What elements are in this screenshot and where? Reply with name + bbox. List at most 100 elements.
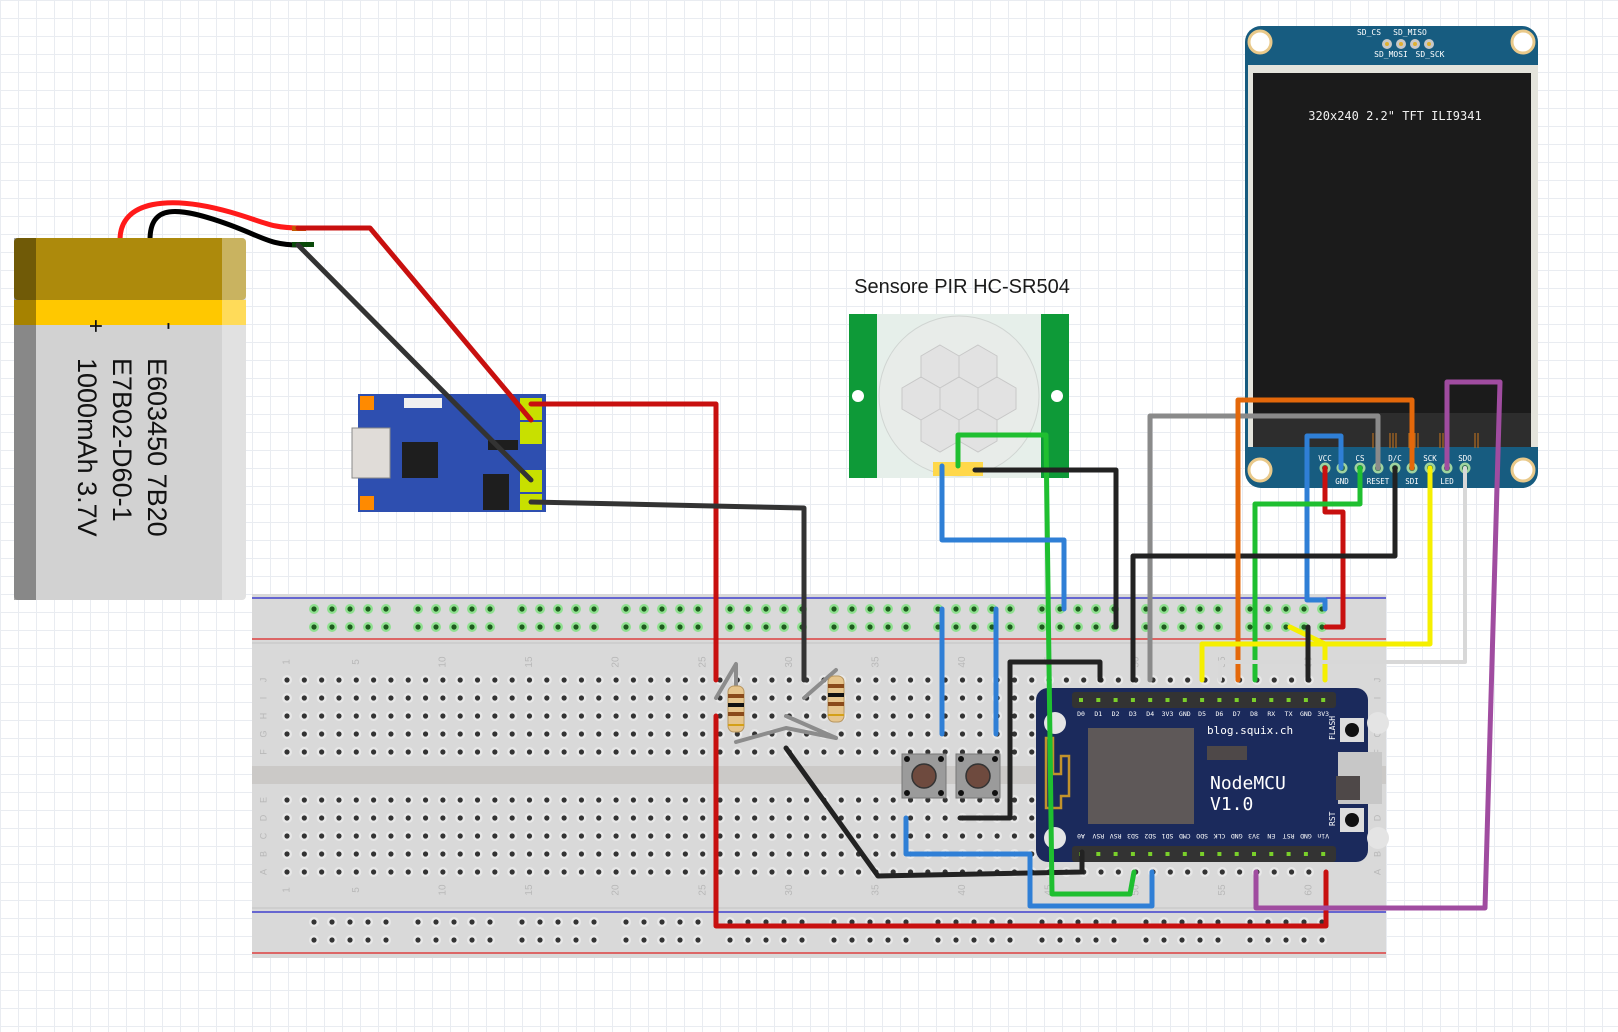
breadboard-hole[interactable] xyxy=(541,831,552,841)
breadboard-hole[interactable] xyxy=(1234,867,1245,877)
breadboard-hole[interactable] xyxy=(784,729,795,739)
rail-hole[interactable] xyxy=(431,622,441,632)
rail-hole[interactable] xyxy=(413,917,423,927)
breadboard-hole[interactable] xyxy=(333,747,344,757)
breadboard-hole[interactable] xyxy=(282,849,292,859)
breadboard-hole[interactable] xyxy=(663,729,674,739)
breadboard-hole[interactable] xyxy=(368,867,379,877)
breadboard-hole[interactable] xyxy=(559,849,570,859)
rail-hole[interactable] xyxy=(847,622,857,632)
breadboard-hole[interactable] xyxy=(420,711,431,721)
breadboard-hole[interactable] xyxy=(593,795,604,805)
breadboard-hole[interactable] xyxy=(403,747,414,757)
breadboard-hole[interactable] xyxy=(299,747,310,757)
breadboard-hole[interactable] xyxy=(801,831,812,841)
wire-tft-reset[interactable] xyxy=(1147,413,1381,683)
rail-hole[interactable] xyxy=(657,622,667,632)
breadboard-hole[interactable] xyxy=(680,729,691,739)
breadboard-hole[interactable] xyxy=(351,795,362,805)
rail-hole[interactable] xyxy=(761,935,771,945)
breadboard-hole[interactable] xyxy=(368,729,379,739)
breadboard-hole[interactable] xyxy=(1303,867,1314,877)
rail-hole[interactable] xyxy=(1073,604,1083,614)
rail-hole[interactable] xyxy=(657,604,667,614)
breadboard-hole[interactable] xyxy=(940,813,951,823)
breadboard-hole[interactable] xyxy=(628,867,639,877)
rail-hole[interactable] xyxy=(327,935,337,945)
rail-hole[interactable] xyxy=(969,604,979,614)
breadboard-hole[interactable] xyxy=(541,849,552,859)
nodemcu-pin[interactable] xyxy=(1200,852,1205,856)
rail-hole[interactable] xyxy=(883,604,893,614)
breadboard-hole[interactable] xyxy=(541,747,552,757)
wire-tft-led[interactable] xyxy=(1253,379,1503,911)
breadboard-hole[interactable] xyxy=(870,813,881,823)
breadboard-hole[interactable] xyxy=(282,693,292,703)
rail-hole[interactable] xyxy=(381,935,391,945)
rail-hole[interactable] xyxy=(327,622,337,632)
wire-resistor1-link[interactable] xyxy=(714,662,738,700)
rail-hole[interactable] xyxy=(363,917,373,927)
nodemcu-pin[interactable] xyxy=(1321,852,1326,856)
nodemcu-pin[interactable] xyxy=(1286,698,1291,702)
breadboard-hole[interactable] xyxy=(940,831,951,841)
rail-hole[interactable] xyxy=(693,622,703,632)
breadboard-hole[interactable] xyxy=(437,693,448,703)
rail-hole[interactable] xyxy=(901,604,911,614)
breadboard-hole[interactable] xyxy=(437,729,448,739)
rail-hole[interactable] xyxy=(987,935,997,945)
breadboard-hole[interactable] xyxy=(697,675,708,685)
rail-hole[interactable] xyxy=(883,935,893,945)
breadboard-hole[interactable] xyxy=(1165,675,1176,685)
rail-hole[interactable] xyxy=(1141,935,1151,945)
rail-hole[interactable] xyxy=(467,935,477,945)
breadboard-hole[interactable] xyxy=(992,831,1003,841)
breadboard-hole[interactable] xyxy=(1165,867,1176,877)
breadboard-hole[interactable] xyxy=(333,795,344,805)
breadboard-hole[interactable] xyxy=(420,849,431,859)
rail-hole[interactable] xyxy=(467,604,477,614)
rail-hole[interactable] xyxy=(589,935,599,945)
rail-hole[interactable] xyxy=(1159,622,1169,632)
breadboard-hole[interactable] xyxy=(403,693,414,703)
rail-hole[interactable] xyxy=(865,604,875,614)
breadboard-hole[interactable] xyxy=(403,813,414,823)
breadboard-hole[interactable] xyxy=(784,693,795,703)
breadboard-hole[interactable] xyxy=(1026,675,1037,685)
breadboard-hole[interactable] xyxy=(351,729,362,739)
push-button-1[interactable] xyxy=(901,753,947,799)
rail-hole[interactable] xyxy=(1055,935,1065,945)
rail-hole[interactable] xyxy=(413,604,423,614)
breadboard-hole[interactable] xyxy=(420,813,431,823)
breadboard-hole[interactable] xyxy=(472,747,483,757)
breadboard-hole[interactable] xyxy=(1026,747,1037,757)
breadboard-hole[interactable] xyxy=(766,747,777,757)
breadboard-hole[interactable] xyxy=(507,867,518,877)
breadboard-hole[interactable] xyxy=(836,831,847,841)
breadboard-hole[interactable] xyxy=(749,831,760,841)
breadboard-hole[interactable] xyxy=(905,675,916,685)
breadboard-hole[interactable] xyxy=(316,813,327,823)
breadboard-hole[interactable] xyxy=(1199,867,1210,877)
rail-hole[interactable] xyxy=(535,622,545,632)
rail-hole[interactable] xyxy=(467,622,477,632)
breadboard-hole[interactable] xyxy=(541,813,552,823)
rail-hole[interactable] xyxy=(1263,935,1273,945)
breadboard-hole[interactable] xyxy=(316,675,327,685)
breadboard-hole[interactable] xyxy=(628,831,639,841)
breadboard-hole[interactable] xyxy=(922,711,933,721)
breadboard-hole[interactable] xyxy=(316,711,327,721)
breadboard-hole[interactable] xyxy=(333,693,344,703)
breadboard-hole[interactable] xyxy=(1078,675,1089,685)
rail-hole[interactable] xyxy=(639,935,649,945)
rail-hole[interactable] xyxy=(1109,935,1119,945)
rail-hole[interactable] xyxy=(1263,604,1273,614)
breadboard-hole[interactable] xyxy=(507,831,518,841)
breadboard-hole[interactable] xyxy=(853,675,864,685)
breadboard-hole[interactable] xyxy=(870,849,881,859)
breadboard-hole[interactable] xyxy=(1113,867,1124,877)
breadboard-hole[interactable] xyxy=(524,729,535,739)
breadboard-hole[interactable] xyxy=(1026,711,1037,721)
rail-hole[interactable] xyxy=(535,604,545,614)
rail-hole[interactable] xyxy=(535,917,545,927)
